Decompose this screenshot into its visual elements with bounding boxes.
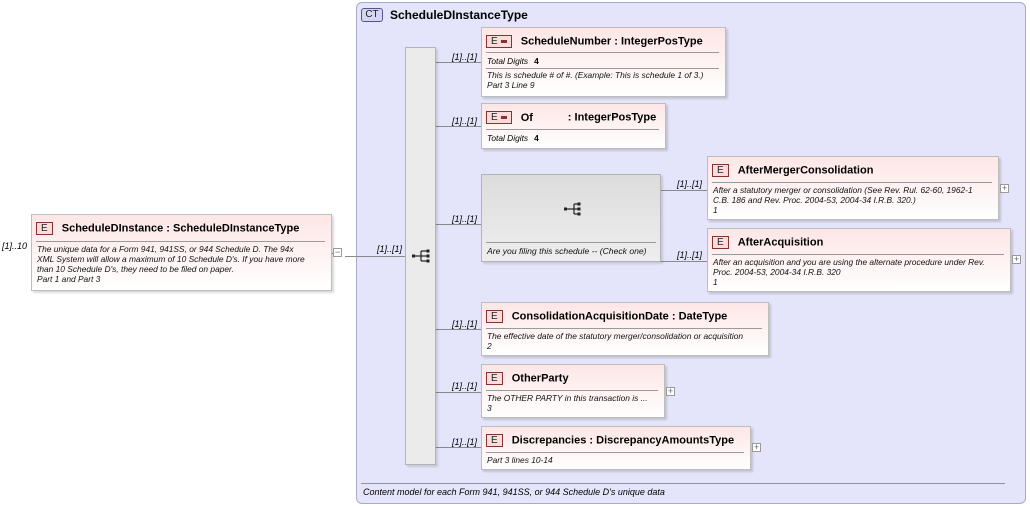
element-icon: E <box>486 372 503 385</box>
element-separator <box>486 68 719 69</box>
element-name: AfterAcquisition <box>737 236 824 249</box>
element-separator <box>486 452 744 453</box>
element-discrepancies[interactable]: E Discrepancies : DiscrepancyAmountsType… <box>481 426 751 470</box>
other-party-cardinality: [1]..[1] <box>452 381 478 391</box>
sequence-cardinality: [1]..[1] <box>377 244 403 254</box>
element-type: : ScheduleDInstanceType <box>166 222 300 235</box>
expand-toggle[interactable]: + <box>1012 254 1021 264</box>
connector-line <box>436 126 481 127</box>
element-name: ScheduleDInstance <box>61 222 164 235</box>
element-icon: E <box>486 434 503 447</box>
sequence-compositor-icon <box>412 249 430 263</box>
element-documentation: Part 3 lines 10-14 <box>487 455 553 465</box>
choice-separator <box>486 242 656 243</box>
element-after-acquisition[interactable]: E AfterAcquisition After an acquisition … <box>707 228 1011 292</box>
element-name: ConsolidationAcquisitionDate <box>511 310 669 323</box>
element-type: : DateType <box>671 310 728 323</box>
connector-line <box>436 224 481 225</box>
complex-type-separator <box>361 483 1005 484</box>
choice-compositor-icon <box>564 202 581 216</box>
choice-cardinality: [1]..[1] <box>452 214 478 224</box>
element-name: AfterMergerConsolidation <box>737 164 874 177</box>
element-documentation: The OTHER PARTY in this transaction is .… <box>487 393 648 413</box>
element-documentation: After a statutory merger or consolidatio… <box>713 185 973 215</box>
element-separator <box>486 129 659 130</box>
element-other-party[interactable]: E OtherParty The OTHER PARTY in this tra… <box>481 364 665 418</box>
element-icon: E <box>712 236 729 249</box>
choice-documentation: Are you filing this schedule -- (Check o… <box>487 246 647 256</box>
element-separator <box>36 241 325 242</box>
element-icon: E <box>712 164 729 177</box>
element-icon: E <box>486 111 512 124</box>
element-type: : IntegerPosType <box>567 111 657 124</box>
complex-type-title: ScheduleDInstanceType <box>390 8 528 22</box>
element-documentation: This is schedule # of #. (Example: This … <box>487 70 704 90</box>
connector-line <box>661 190 707 191</box>
expand-toggle[interactable]: + <box>1000 183 1009 193</box>
element-type: : DiscrepancyAmountsType <box>589 434 735 447</box>
expand-toggle[interactable]: + <box>666 386 675 396</box>
schedule-number-cardinality: [1]..[1] <box>452 52 478 62</box>
element-name: ScheduleNumber <box>520 35 612 48</box>
element-type: : IntegerPosType <box>614 35 703 48</box>
element-icon: E <box>486 310 503 323</box>
sequence-compositor <box>405 47 436 465</box>
connector-line <box>436 62 481 63</box>
element-separator <box>712 254 1004 255</box>
element-documentation: The unique data for a Form 941, 941SS, o… <box>37 244 305 284</box>
choice-compositor: Are you filing this schedule -- (Check o… <box>481 174 661 262</box>
connector-line <box>436 329 481 330</box>
connector-line <box>661 261 707 262</box>
element-icon: E <box>36 222 53 235</box>
element-separator <box>486 328 762 329</box>
element-name: Of <box>520 111 533 124</box>
element-after-merger-consolidation[interactable]: E AfterMergerConsolidation After a statu… <box>707 156 999 220</box>
element-separator <box>486 390 658 391</box>
element-name: Discrepancies <box>511 434 587 447</box>
after-acquisition-cardinality: [1]..[1] <box>677 250 703 260</box>
root-cardinality: [1]..10 <box>2 241 28 251</box>
element-consolidation-acquisition-date[interactable]: E ConsolidationAcquisitionDate : DateTyp… <box>481 302 769 356</box>
connector-line <box>436 447 481 448</box>
after-merger-cardinality: [1]..[1] <box>677 179 703 189</box>
element-separator <box>712 182 992 183</box>
connector-line <box>436 392 481 393</box>
collapse-toggle[interactable]: − <box>333 247 342 257</box>
of-cardinality: [1]..[1] <box>452 116 478 126</box>
element-schedule-number[interactable]: E ScheduleNumber : IntegerPosType Total … <box>481 27 726 97</box>
element-icon: E <box>486 35 512 48</box>
consolidation-date-cardinality: [1]..[1] <box>452 319 478 329</box>
expand-toggle[interactable]: + <box>752 442 761 452</box>
complex-type-badge: CT <box>361 8 383 22</box>
element-documentation: The effective date of the statutory merg… <box>487 331 744 351</box>
connector-line <box>345 256 405 257</box>
element-name: OtherParty <box>511 372 569 385</box>
complex-type-documentation: Content model for each Form 941, 941SS, … <box>363 487 665 497</box>
element-documentation: After an acquisition and you are using t… <box>713 257 985 287</box>
element-separator <box>486 52 719 53</box>
root-element-schedule-d-instance[interactable]: E ScheduleDInstance : ScheduleDInstanceT… <box>31 214 332 291</box>
discrepancies-cardinality: [1]..[1] <box>452 437 478 447</box>
